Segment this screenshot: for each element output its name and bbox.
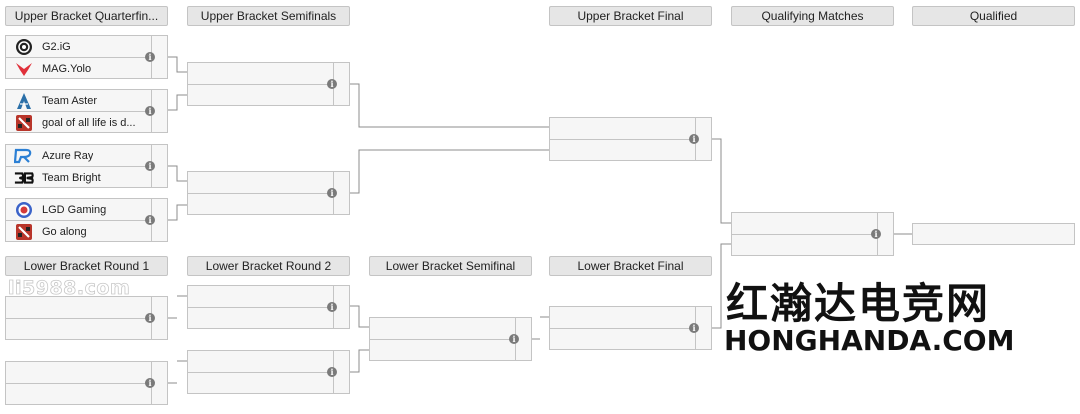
info-icon[interactable]: i xyxy=(327,367,337,377)
team-bright-logo-icon xyxy=(14,169,34,187)
header-lb-semifinal: Lower Bracket Semifinal xyxy=(369,256,532,276)
team-slot[interactable]: Go along xyxy=(6,221,87,242)
header-lb-final: Lower Bracket Final xyxy=(549,256,712,276)
team-aster-logo-icon xyxy=(14,92,34,110)
team-slot[interactable]: LGD Gaming xyxy=(6,199,106,220)
header-ub-semifinals: Upper Bracket Semifinals xyxy=(187,6,350,26)
header-lb-round2: Lower Bracket Round 2 xyxy=(187,256,350,276)
info-icon[interactable]: i xyxy=(509,334,519,344)
info-icon[interactable]: i xyxy=(689,323,699,333)
team-slot[interactable]: Azure Ray xyxy=(6,145,93,166)
lgd-gaming-logo-icon xyxy=(14,201,34,219)
dota2-logo-icon xyxy=(14,223,34,241)
team-slot[interactable]: G2.iG xyxy=(6,36,71,57)
lbr2-match-2[interactable]: i xyxy=(187,350,350,394)
info-icon[interactable]: i xyxy=(327,79,337,89)
info-icon[interactable]: i xyxy=(145,106,155,116)
info-icon[interactable]: i xyxy=(145,378,155,388)
lbr1-match-2[interactable]: i xyxy=(5,361,168,405)
watermark-left: li5988.com xyxy=(8,277,131,300)
info-icon[interactable]: i xyxy=(145,313,155,323)
ubsf-match-1[interactable]: i xyxy=(187,62,350,106)
team-name: goal of all life is d... xyxy=(42,116,136,129)
lbr1-match-1[interactable]: i xyxy=(5,296,168,340)
lb-final-match[interactable]: i xyxy=(549,306,712,350)
team-name: Team Aster xyxy=(42,94,98,107)
team-slot[interactable]: MAG.Yolo xyxy=(6,58,91,79)
team-name: Azure Ray xyxy=(42,149,94,162)
info-icon[interactable]: i xyxy=(327,188,337,198)
info-icon[interactable]: i xyxy=(145,161,155,171)
lb-semifinal-match[interactable]: i xyxy=(369,317,532,361)
watermark-honghanda: 红瀚达电竞网 HONGHANDA.COM xyxy=(716,268,1016,366)
g2ig-logo-icon xyxy=(14,38,34,56)
ubqf-match-3[interactable]: Azure Ray Team Bright i xyxy=(5,144,168,188)
info-icon[interactable]: i xyxy=(327,302,337,312)
info-icon[interactable]: i xyxy=(145,52,155,62)
team-name: Team Bright xyxy=(42,171,101,184)
header-ub-quarterfinals: Upper Bracket Quarterfin... xyxy=(5,6,168,26)
header-ub-final: Upper Bracket Final xyxy=(549,6,712,26)
qualified-slot[interactable] xyxy=(912,223,1075,245)
header-qualifying-matches: Qualifying Matches xyxy=(731,6,894,26)
team-slot[interactable]: Team Bright xyxy=(6,167,101,188)
qualifying-match[interactable]: i xyxy=(731,212,894,256)
ub-final-match[interactable]: i xyxy=(549,117,712,161)
ubqf-match-4[interactable]: LGD Gaming Go along i xyxy=(5,198,168,242)
info-icon[interactable]: i xyxy=(689,134,699,144)
watermark-cn-text: 红瀚达电竞网 xyxy=(726,279,991,328)
dota2-logo-icon xyxy=(14,114,34,132)
info-icon[interactable]: i xyxy=(871,229,881,239)
header-lb-round1: Lower Bracket Round 1 xyxy=(5,256,168,276)
team-name: Go along xyxy=(42,225,87,238)
ubqf-match-2[interactable]: Team Aster goal of all life is d... i xyxy=(5,89,168,133)
watermark-en-text: HONGHANDA.COM xyxy=(724,324,1015,357)
info-icon[interactable]: i xyxy=(145,215,155,225)
lbr2-match-1[interactable]: i xyxy=(187,285,350,329)
ubsf-match-2[interactable]: i xyxy=(187,171,350,215)
ubqf-match-1[interactable]: G2.iG MAG.Yolo i xyxy=(5,35,168,79)
header-qualified: Qualified xyxy=(912,6,1075,26)
team-name: G2.iG xyxy=(42,40,71,53)
team-name: MAG.Yolo xyxy=(42,62,92,75)
team-slot[interactable]: goal of all life is d... xyxy=(6,112,136,133)
azure-ray-logo-icon xyxy=(14,147,34,165)
team-name: LGD Gaming xyxy=(42,203,107,216)
team-slot[interactable]: Team Aster xyxy=(6,90,97,111)
mag-yolo-logo-icon xyxy=(14,60,34,78)
